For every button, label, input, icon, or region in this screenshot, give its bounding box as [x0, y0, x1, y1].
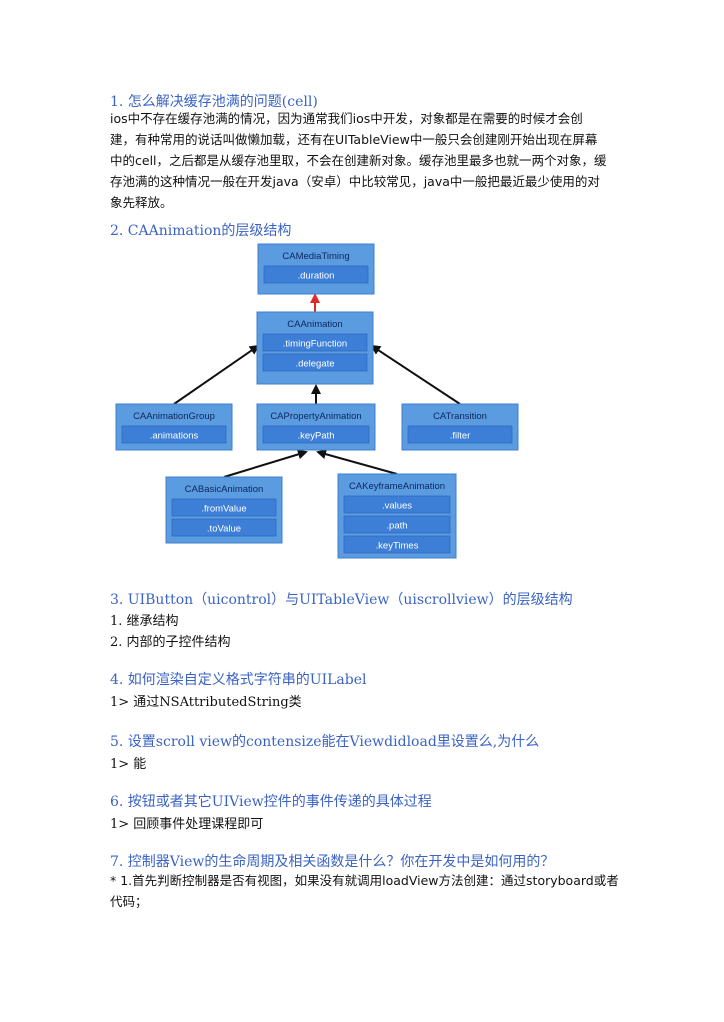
property-label: .delegate [295, 359, 334, 370]
property-label: .fromValue [201, 504, 246, 515]
property-slot [171, 518, 277, 537]
property-label: .keyTimes [376, 541, 419, 552]
property-label: .toValue [207, 524, 241, 535]
heading-1: 1. 怎么解决缓存池满的问题(cell) [110, 94, 318, 110]
paragraph-1: ios中不存在缓存池满的情况，因为通常我们ios中开发，对象都是在需要的时候才会… [110, 108, 622, 213]
inheritance-arrow [370, 344, 461, 405]
class-box-title: CATransition [433, 411, 487, 422]
class-box-title: CAKeyframeAnimation [349, 481, 445, 492]
property-slot [262, 425, 370, 444]
class-box-property: CAPropertyAnimation .keyPath [256, 403, 376, 451]
property-label: .animations [150, 431, 199, 442]
inheritance-arrow [316, 449, 398, 475]
property-slot [262, 353, 368, 372]
answer-6: 1> 回顾事件处理课程即可 [110, 817, 264, 832]
heading-6: 6. 按钮或者其它UIView控件的事件传递的具体过程 [110, 794, 432, 810]
property-label: .keyPath [298, 431, 335, 442]
class-box-title: CAAnimation [287, 319, 342, 330]
class-box-group: CAAnimationGroup .animations [115, 403, 233, 451]
property-slot [171, 498, 277, 517]
answer-5: 1> 能 [110, 757, 147, 772]
class-box-caanimation: CAAnimation .timingFunction .delegate [256, 311, 374, 385]
paragraph-1-line: 建，有种常用的说话叫做懒加载，还有在UITableView中一般只会创建刚开始出… [110, 132, 598, 147]
property-slot [121, 425, 227, 444]
property-slot [343, 495, 451, 514]
paragraph-7-line: * 1.首先判断控制器是否有视图，如果没有就调用loadView方法创建：通过s… [110, 873, 619, 888]
paragraph-7-line: 代码； [110, 894, 148, 909]
paragraph-7: * 1.首先判断控制器是否有视图，如果没有就调用loadView方法创建：通过s… [110, 870, 622, 912]
property-label: .path [386, 521, 407, 532]
property-label: .timingFunction [283, 339, 347, 350]
class-box-transition: CATransition .filter [401, 403, 519, 451]
list-item: 1. 继承结构 [110, 614, 179, 629]
heading-4: 4. 如何渲染自定义格式字符串的UILabel [110, 672, 367, 688]
class-box-keyframe: CAKeyframeAnimation .values .path .keyTimes [337, 473, 457, 559]
class-box-basic: CABasicAnimation .fromValue .toValue [165, 476, 283, 544]
heading-7: 7. 控制器View的生命周期及相关函数是什么？你在开发中是如何用的？ [110, 854, 555, 870]
property-slot [262, 333, 368, 352]
answer-4: 1> 通过NSAttributedString类 [110, 695, 302, 710]
property-label: .values [382, 501, 412, 512]
property-slot [263, 265, 369, 284]
heading-5: 5. 设置scroll view的contensize能在Viewdidload… [110, 734, 540, 750]
inheritance-arrow [223, 449, 308, 478]
class-box-mediatiming: CAMediaTiming .duration [257, 243, 375, 295]
heading-3: 3. UIButton（uicontrol）与UITableView（uiscr… [110, 592, 573, 608]
class-box-title: CAMediaTiming [282, 251, 349, 262]
list-item: 2. 内部的子控件结构 [110, 635, 231, 650]
paragraph-1-line: 存池满的这种情况一般在开发java（安卓）中比较常见，java中一般把最近最少使… [110, 174, 600, 189]
property-slot [407, 425, 513, 444]
property-label: .duration [298, 271, 335, 282]
paragraph-1-line: ios中不存在缓存池满的情况，因为通常我们ios中开发，对象都是在需要的时候才会… [110, 111, 583, 126]
property-slot [343, 535, 451, 554]
paragraph-1-line: 中的cell，之后都是从缓存池里取，不会在创建新对象。缓存池里最多也就一两个对象… [110, 153, 607, 168]
property-label: .filter [450, 431, 471, 442]
class-box-title: CAAnimationGroup [133, 411, 215, 422]
property-slot [343, 515, 451, 534]
paragraph-1-line: 象先释放。 [110, 195, 173, 210]
heading-2: 2. CAAnimation的层级结构 [110, 223, 292, 239]
class-box-title: CAPropertyAnimation [270, 411, 361, 422]
inheritance-arrow [173, 344, 260, 405]
class-box-title: CABasicAnimation [185, 484, 264, 495]
